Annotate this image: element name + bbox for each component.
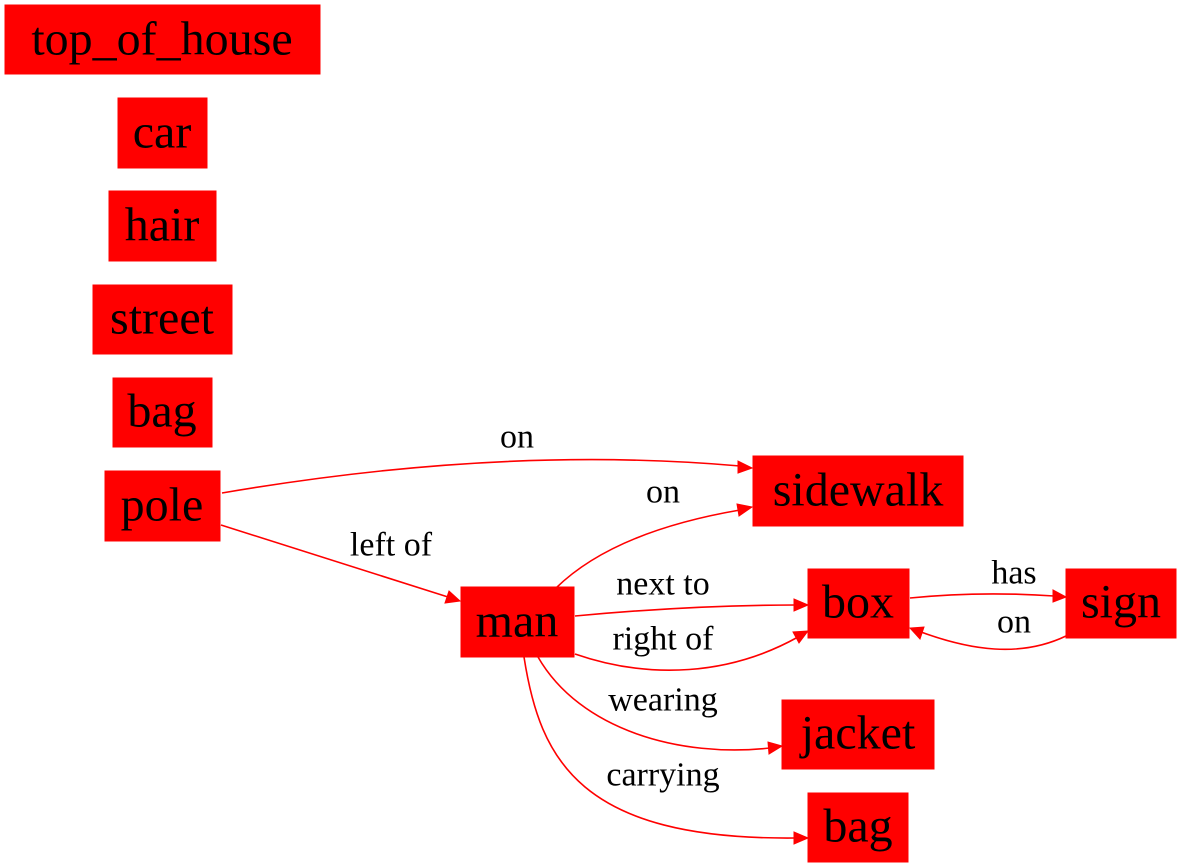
- node-hair: hair: [108, 190, 217, 262]
- node-label: street: [110, 292, 215, 345]
- edge-man-wearing-jacket: wearing: [537, 656, 784, 755]
- node-label: man: [476, 595, 559, 648]
- node-label: box: [822, 576, 894, 629]
- edge-pole-on-sidewalk: on: [221, 419, 754, 494]
- node-label: bag: [823, 800, 892, 853]
- edge-label: on: [500, 419, 534, 456]
- edge-man-right-of-box: right of: [574, 621, 810, 671]
- node-label: jacket: [799, 707, 916, 760]
- node-street: street: [92, 284, 233, 355]
- edge-label: right of: [612, 621, 714, 658]
- edge-man-next-to-box: next to: [574, 566, 810, 617]
- node-label: top_of_house: [31, 13, 292, 66]
- node-bag: bag: [112, 377, 213, 448]
- edge-label: on: [997, 604, 1031, 641]
- edge-man-on-sidewalk: on: [555, 474, 754, 589]
- node-jacket: jacket: [781, 699, 935, 770]
- edge-label: left of: [350, 527, 433, 564]
- node-pole: pole: [104, 470, 221, 542]
- edge-pole-left-of-man: left of: [220, 524, 462, 604]
- edge-label: carrying: [606, 757, 719, 794]
- node-man: man: [460, 586, 575, 658]
- node-sidewalk: sidewalk: [752, 455, 964, 527]
- edge-label: wearing: [608, 682, 718, 719]
- node-label: sign: [1081, 576, 1161, 629]
- edge-label: on: [646, 474, 680, 511]
- node-label: pole: [121, 479, 204, 532]
- node-label: bag: [127, 385, 196, 438]
- edge-box-has-sign: has: [909, 555, 1068, 603]
- edge-label: has: [991, 555, 1036, 592]
- node-label: hair: [125, 199, 200, 252]
- node-label: car: [133, 106, 192, 159]
- node-label: sidewalk: [773, 464, 944, 517]
- edge-label: next to: [616, 566, 709, 603]
- node-box: box: [807, 568, 910, 639]
- node-car: car: [117, 97, 208, 169]
- edge-man-carrying-bag: carrying: [523, 656, 810, 845]
- node-top-of-house: top_of_house: [4, 4, 321, 75]
- node-bag-2: bag: [807, 792, 909, 863]
- node-sign: sign: [1065, 568, 1177, 639]
- edge-sign-on-box: on: [908, 604, 1067, 651]
